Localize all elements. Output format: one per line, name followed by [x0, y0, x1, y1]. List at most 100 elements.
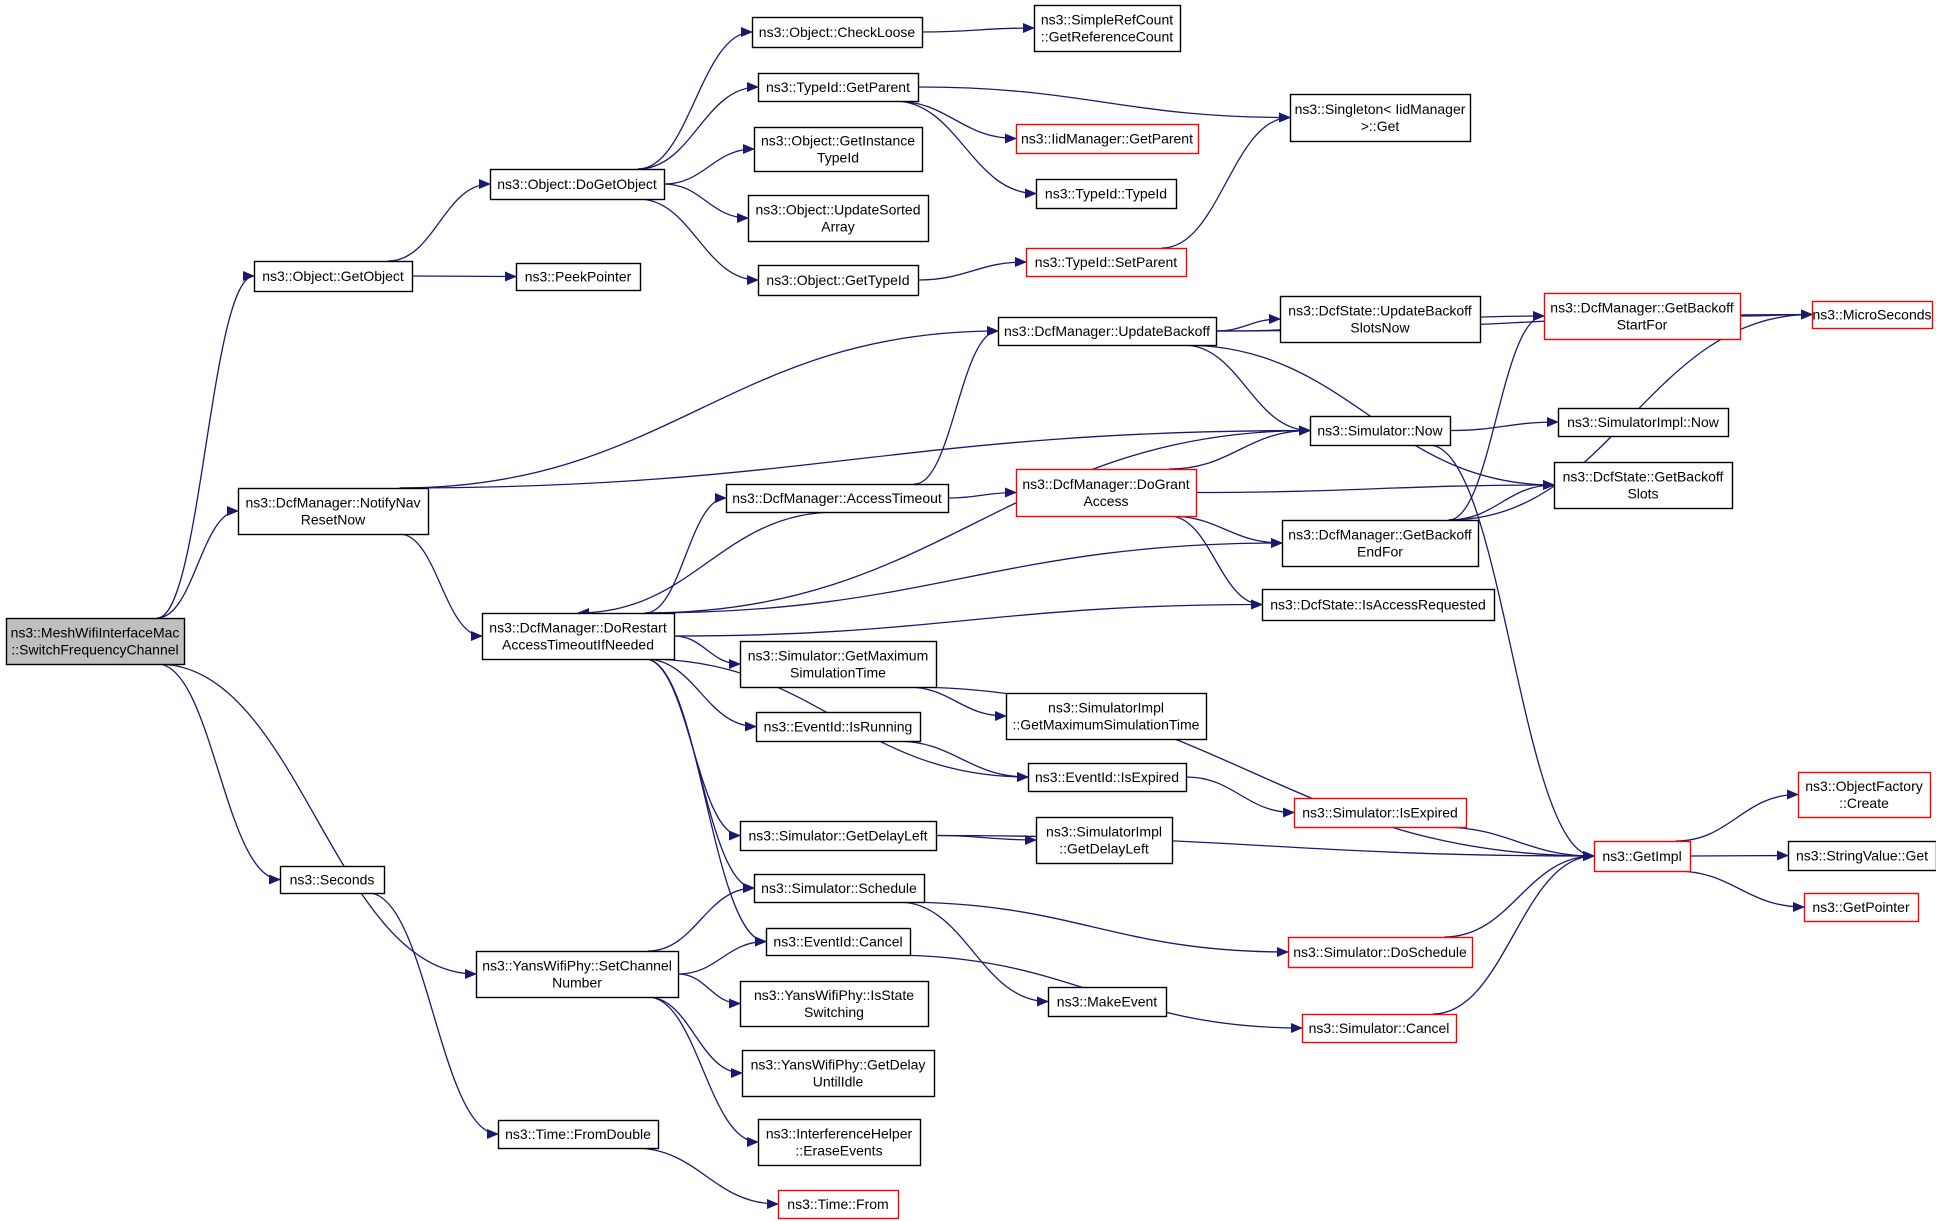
node-getimpl[interactable]: ns3::GetImpl [1593, 840, 1692, 873]
node-fromdouble[interactable]: ns3::Time::FromDouble [497, 1119, 660, 1150]
node-timefrom[interactable]: ns3::Time::From [777, 1189, 900, 1220]
node-objgettypeid[interactable]: ns3::Object::GetTypeId [757, 264, 920, 297]
node-isexpired[interactable]: ns3::EventId::IsExpired [1027, 762, 1188, 793]
node-label: ::GetDelayLeft [1059, 841, 1149, 857]
node-typeidgetparent[interactable]: ns3::TypeId::GetParent [757, 72, 920, 103]
node-updatebackoff[interactable]: ns3::DcfManager::UpdateBackoff [997, 316, 1218, 347]
edge-dogetobject-to-getinstancetypeid [663, 144, 755, 185]
edge-simcancel-to-getimpl [1432, 851, 1595, 1015]
node-label: ns3::YansWifiPhy::IsState [754, 987, 914, 1003]
node-isaccessrequested[interactable]: ns3::DcfState::IsAccessRequested [1261, 588, 1496, 622]
node-getobject[interactable]: ns3::Object::GetObject [253, 260, 414, 293]
node-label: Number [552, 975, 602, 991]
node-dorestart[interactable]: ns3::DcfManager::DoRestartAccessTimeoutI… [481, 612, 676, 661]
node-schedule[interactable]: ns3::Simulator::Schedule [753, 873, 926, 904]
node-label: Access [1083, 493, 1128, 509]
node-objectfactory[interactable]: ns3::ObjectFactory::Create [1797, 771, 1932, 819]
node-root[interactable]: ns3::MeshWifiInterfaceMac::SwitchFrequen… [5, 617, 186, 666]
node-label: ns3::SimulatorImpl [1048, 700, 1164, 716]
edge-dogrant-to-getbackoffslots [1195, 480, 1555, 494]
node-checkloose[interactable]: ns3::Object::CheckLoose [751, 16, 924, 49]
node-doschedule[interactable]: ns3::Simulator::DoSchedule [1287, 936, 1474, 969]
node-simimplnow[interactable]: ns3::SimulatorImpl::Now [1557, 407, 1730, 438]
node-getrefcount[interactable]: ns3::SimpleRefCount::GetReferenceCount [1033, 4, 1182, 53]
node-stringvalueget[interactable]: ns3::StringValue::Get [1787, 840, 1936, 872]
edge-root-to-seconds [157, 663, 281, 885]
edge-accesstimeout-to-dogrant [947, 487, 1017, 499]
node-typeidsetparent[interactable]: ns3::TypeId::SetParent [1025, 247, 1188, 278]
node-box [237, 487, 430, 536]
node-box [253, 260, 414, 293]
node-simimplmaxtime[interactable]: ns3::SimulatorImpl::GetMaximumSimulation… [1005, 692, 1208, 741]
node-box [489, 168, 666, 201]
edge-typeidgetparent-to-typeidtypeid [893, 100, 1037, 199]
node-getmaxsimtime[interactable]: ns3::Simulator::GetMaximumSimulationTime [739, 640, 938, 689]
node-getdelayleft[interactable]: ns3::Simulator::GetDelayLeft [739, 820, 938, 852]
node-singletonget[interactable]: ns3::Singleton< IidManager>::Get [1289, 93, 1472, 143]
edge-getdelayleft-to-getimpl [935, 834, 1595, 861]
node-label: ns3::DcfState::UpdateBackoff [1288, 303, 1472, 319]
node-box [777, 1189, 900, 1220]
node-label: UntilIdle [813, 1074, 864, 1090]
node-box [1811, 300, 1934, 330]
node-box [765, 927, 912, 957]
node-box [5, 617, 186, 666]
node-label: ns3::DcfManager::NotifyNav [245, 495, 420, 511]
node-box [747, 194, 930, 243]
edge-schedule-to-makeevent [898, 901, 1049, 1007]
node-label: ns3::GetImpl [1602, 848, 1681, 864]
edge-dorestart-to-isrunning [645, 658, 757, 732]
node-dogetobject[interactable]: ns3::Object::DoGetObject [489, 168, 666, 201]
node-box [515, 262, 642, 292]
node-label: ::GetMaximumSimulationTime [1013, 717, 1200, 733]
edge-updatebackoff-to-getbackoffslots [1183, 344, 1555, 490]
node-label: EndFor [1357, 544, 1403, 560]
node-label: ::Create [1839, 795, 1889, 811]
edge-dogetobject-to-checkloose [637, 27, 753, 170]
node-iidgetparent[interactable]: ns3::IidManager::GetParent [1015, 123, 1200, 155]
node-label: ::SwitchFrequencyChannel [11, 642, 178, 658]
edge-getbackoffendfor-to-getbackoffstartfor [1448, 311, 1545, 521]
edge-setchannel-to-isstateswitching [677, 973, 741, 1009]
node-simnow[interactable]: ns3::Simulator::Now [1309, 415, 1452, 447]
node-simcancel[interactable]: ns3::Simulator::Cancel [1301, 1013, 1458, 1044]
node-label: ns3::YansWifiPhy::SetChannel [482, 958, 672, 974]
node-label: StartFor [1617, 317, 1668, 333]
nodes-layer: ns3::MeshWifiInterfaceMac::SwitchFrequen… [5, 4, 1936, 1220]
node-box [741, 1049, 936, 1098]
node-makeevent[interactable]: ns3::MakeEvent [1047, 986, 1168, 1018]
node-eventcancel[interactable]: ns3::EventId::Cancel [765, 927, 912, 957]
node-microseconds[interactable]: ns3::MicroSeconds [1811, 300, 1934, 330]
node-peekpointer[interactable]: ns3::PeekPointer [515, 262, 642, 292]
node-simisexpired[interactable]: ns3::Simulator::IsExpired [1293, 797, 1468, 829]
node-box [753, 126, 924, 173]
edge-notifynav-to-simnow [399, 425, 1311, 489]
node-label: ns3::EventId::IsRunning [764, 719, 913, 735]
edge-fromdouble-to-timefrom [633, 1147, 779, 1209]
node-box [755, 711, 922, 743]
node-box [1787, 840, 1936, 872]
node-accesstimeout[interactable]: ns3::DcfManager::AccessTimeout [725, 483, 950, 514]
node-getpointer[interactable]: ns3::GetPointer [1803, 892, 1920, 923]
node-label: ns3::Singleton< IidManager [1295, 101, 1466, 117]
node-seconds[interactable]: ns3::Seconds [279, 865, 386, 895]
node-label: AccessTimeoutIfNeeded [502, 637, 654, 653]
node-typeidtypeid[interactable]: ns3::TypeId::TypeId [1035, 178, 1178, 210]
edge-dogetobject-to-typeidgetparent [637, 82, 759, 170]
node-isrunning[interactable]: ns3::EventId::IsRunning [755, 711, 922, 743]
node-box [1015, 123, 1200, 155]
node-simimpldelayleft[interactable]: ns3::SimulatorImpl::GetDelayLeft [1035, 816, 1174, 865]
edge-getbackoffstartfor-to-microseconds [1739, 309, 1813, 320]
node-eraseevents[interactable]: ns3::InterferenceHelper::EraseEvents [757, 1118, 922, 1167]
